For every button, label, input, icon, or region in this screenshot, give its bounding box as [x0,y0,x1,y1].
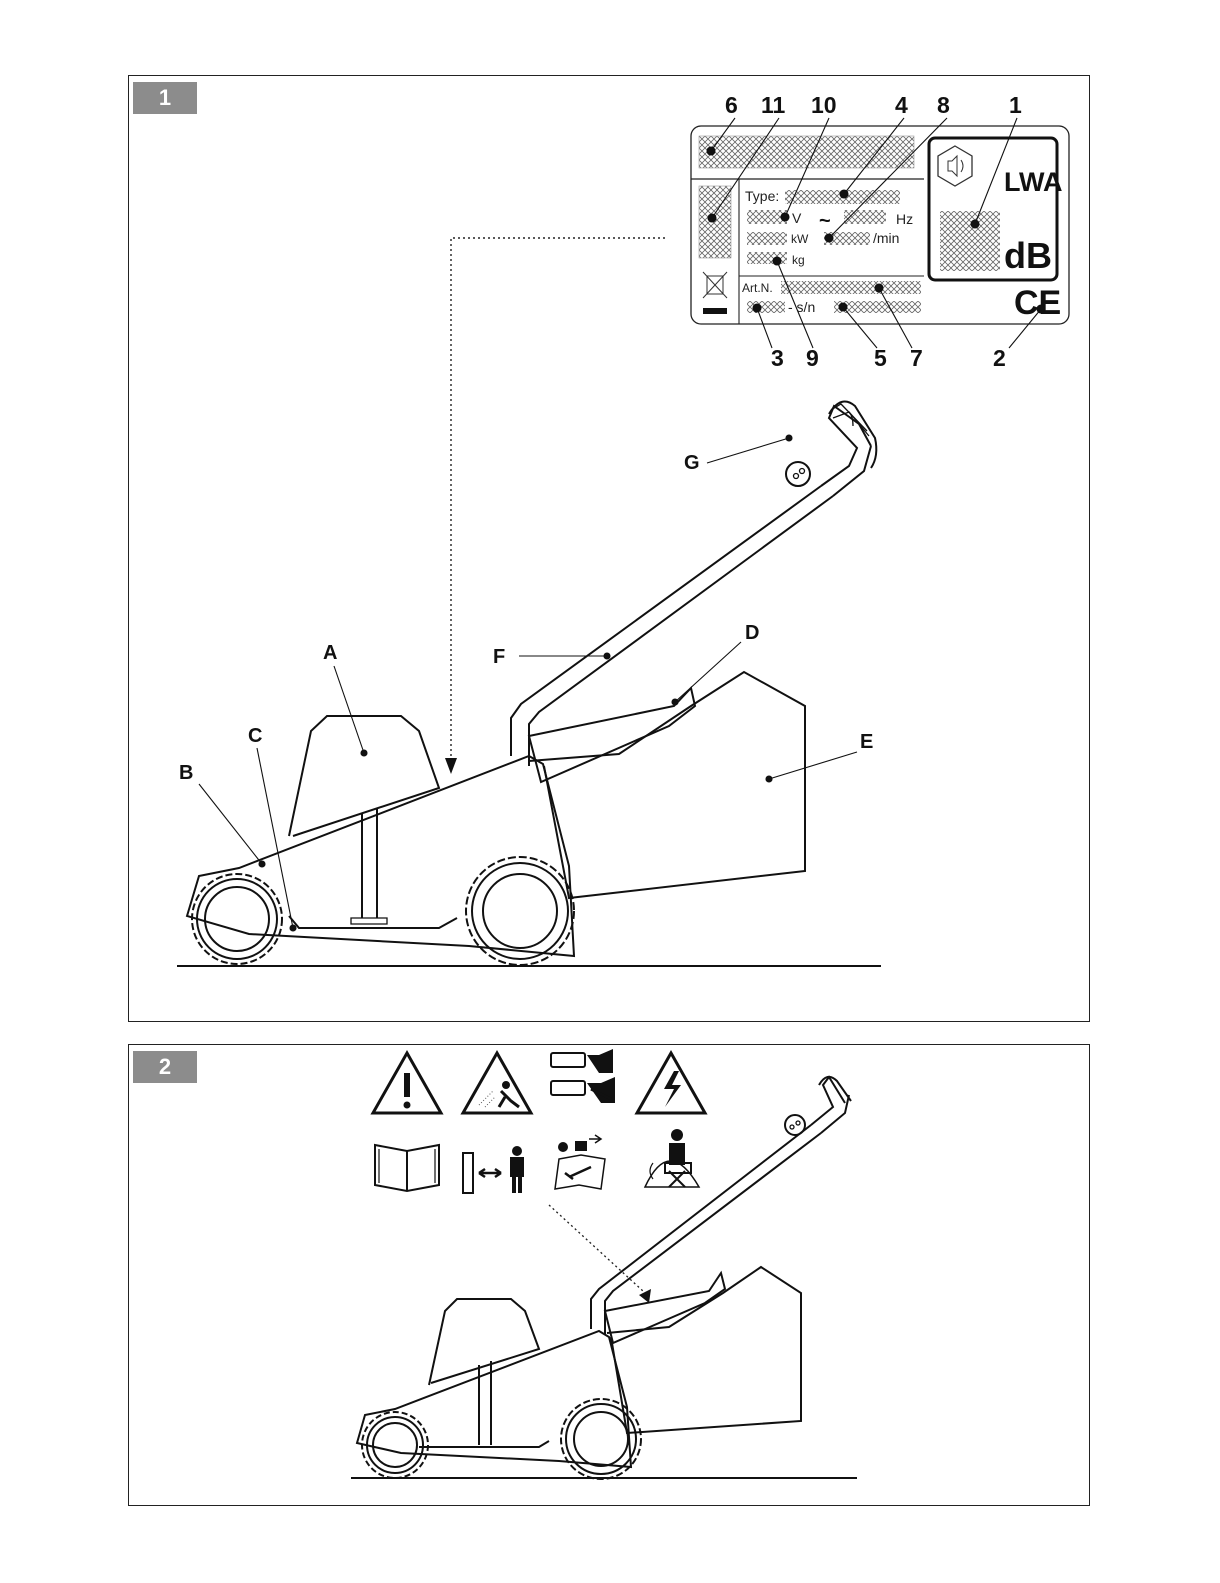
figure-2-panel: 2 [128,1044,1090,1506]
callout-B: B [179,762,193,784]
blade-hand-foot-warning-icon [551,1049,615,1103]
callout-F: F [493,646,505,668]
plate-volt-unit: V [792,210,802,226]
plate-hz-unit: Hz [896,211,913,227]
callout-C: C [248,725,262,747]
callout-D: D [745,622,759,644]
plate-db-label: dB [1004,235,1052,276]
plate-ac-symbol: ~ [819,210,831,232]
callout-10: 10 [811,92,837,118]
cable-away-from-blade-icon [645,1129,699,1187]
figure-2-drawing [129,1045,1091,1507]
callout-2: 2 [993,345,1006,371]
callout-3: 3 [771,345,784,371]
warning-exclamation-icon [373,1053,441,1113]
plate-article-label: Art.N. [742,281,773,295]
rating-plate: Type: V ~ Hz kW /min kg Art.N. - s/n LWA [691,126,1069,324]
plate-type-label: Type: [745,188,779,204]
callout-6: 6 [725,92,738,118]
callout-1: 1 [1009,92,1022,118]
figure-1-panel: 1 Type: [128,75,1090,1022]
figure-1-drawing: Type: V ~ Hz kW /min kg Art.N. - s/n LWA [129,76,1091,1023]
read-manual-icon [375,1145,439,1191]
callout-9: 9 [806,345,819,371]
plate-callouts-bottom: 3 9 5 7 2 [771,345,1006,371]
plate-kg-unit: kg [792,253,805,267]
callout-7: 7 [910,345,923,371]
callout-A: A [323,642,337,664]
ce-mark: CE [1014,284,1061,322]
rear-wheel [466,857,574,965]
unplug-before-maintenance-icon [555,1135,605,1189]
part-callouts: A B C D E F G [179,452,873,784]
callout-5: 5 [874,345,887,371]
callout-11: 11 [761,92,786,118]
callout-G: G [684,452,700,474]
callout-E: E [860,731,873,753]
keep-distance-icon [463,1146,524,1193]
thrown-objects-warning-icon [463,1053,531,1113]
plate-serial-label: - s/n [788,299,815,315]
plate-lwa-label: LWA [1004,167,1063,197]
lawn-mower-illustration [177,402,881,967]
front-wheel [192,874,282,964]
plate-callouts-top: 6 11 10 4 8 1 [725,92,1022,118]
electric-shock-warning-icon [637,1053,705,1113]
lawn-mower-illustration-2 [351,1077,857,1479]
callout-8: 8 [937,92,950,118]
plate-kw-unit: kW [791,232,809,246]
plate-rpm-unit: /min [873,230,899,246]
callout-4: 4 [895,92,908,118]
